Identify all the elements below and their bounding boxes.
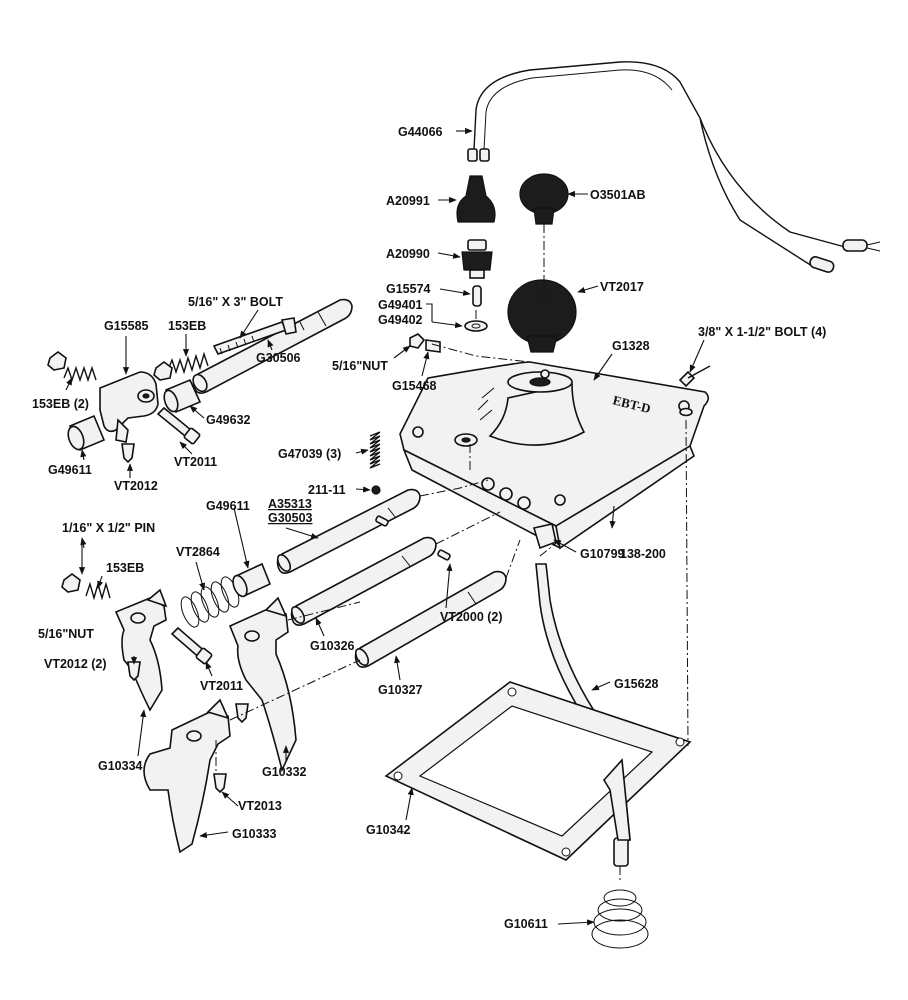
label-a20991: A20991 [386, 194, 430, 208]
label-g47039: G47039 (3) [278, 447, 341, 461]
label-g49402: G49402 [378, 313, 423, 327]
shaft-g10327 [354, 570, 507, 668]
label-g10334: G10334 [98, 759, 143, 773]
label-153eb-2: 153EB (2) [32, 397, 89, 411]
label-vt2012-2: VT2012 (2) [44, 657, 107, 671]
wire-harness [467, 61, 881, 273]
label-vt2864: VT2864 [176, 545, 220, 559]
label-g10326: G10326 [310, 639, 355, 653]
label-g49611-mid: G49611 [206, 499, 250, 513]
pin-vt2000 [437, 549, 451, 561]
label-vt2012: VT2012 [114, 479, 158, 493]
label-g30506: G30506 [256, 351, 301, 365]
screw-vt2013 [213, 773, 227, 794]
nut-g15468 [409, 333, 441, 353]
spring-153eb-low [85, 581, 111, 601]
screw-vt2011-low [170, 626, 213, 665]
label-g15574: G15574 [386, 282, 431, 296]
arm-g15585 [99, 371, 159, 443]
knob-vt2017 [507, 279, 577, 353]
bushing-g49611-left [67, 414, 106, 452]
label-a35313: A35313 [268, 497, 312, 511]
bolt-38-x-112 [678, 365, 711, 417]
screw-fork-mid [235, 703, 249, 724]
screw-vt2012 [121, 443, 135, 464]
label-vt2000: VT2000 (2) [440, 610, 503, 624]
label-g15585: G15585 [104, 319, 149, 333]
label-vt2013: VT2013 [238, 799, 282, 813]
label-pin: 1/16" X 1/2" PIN [62, 521, 155, 535]
label-g10333: G10333 [232, 827, 277, 841]
label-g10342: G10342 [366, 823, 411, 837]
pin-g15574 [472, 285, 482, 307]
label-g10327: G10327 [378, 683, 423, 697]
label-bolt-516x3: 5/16" X 3" BOLT [188, 295, 283, 309]
spring-g47039 [369, 431, 381, 469]
pin-small-upper [375, 515, 389, 527]
shaft-a35313 [276, 488, 421, 574]
label-g49401: G49401 [378, 298, 423, 312]
switch-a20990 [461, 239, 493, 279]
label-a20990: A20990 [386, 247, 430, 261]
label-nut-516-low: 5/16"NUT [38, 627, 94, 641]
label-vt2011-top: VT2011 [174, 455, 217, 469]
label-vt2017: VT2017 [600, 280, 644, 294]
label-g1328: G1328 [612, 339, 650, 353]
label-g10611: G10611 [504, 917, 548, 931]
nut-left-top [47, 351, 67, 371]
label-g10799: G10799 [580, 547, 625, 561]
label-vt2011-low: VT2011 [200, 679, 243, 693]
nut-lower-left [61, 573, 81, 593]
part-labels: G44066 A20991 O3501AB A20990 G15574 VT20… [32, 125, 826, 931]
boot-a20991 [456, 175, 496, 223]
label-g15628: G15628 [614, 677, 659, 691]
nut-upper [153, 361, 173, 381]
knob-o3501ab [519, 173, 569, 225]
bolt-516-x-3 [212, 317, 297, 355]
ball-211-11 [371, 485, 381, 495]
label-g49632: G49632 [206, 413, 251, 427]
label-g10332: G10332 [262, 765, 307, 779]
screw-vt2012-2 [127, 661, 141, 682]
gasket-g10342 [384, 681, 692, 861]
label-153eb-top: 153EB [168, 319, 206, 333]
fork-g10332 [228, 596, 297, 773]
label-o3501ab: O3501AB [590, 188, 646, 202]
label-138-200: 138-200 [620, 547, 666, 561]
label-g44066: G44066 [398, 125, 443, 139]
leader-lines [65, 127, 705, 926]
label-g15468: G15468 [392, 379, 437, 393]
label-211-11: 211-11 [308, 483, 346, 497]
label-153eb-low: 153EB [106, 561, 144, 575]
fork-g10334 [114, 588, 168, 712]
fork-g10333 [143, 698, 231, 854]
bushing-g49632 [163, 378, 202, 414]
spring-g10611 [591, 889, 649, 949]
label-g30503: G30503 [268, 511, 313, 525]
spring-153eb-2 [63, 365, 97, 383]
shaft-g10326 [290, 536, 437, 626]
cover-g1328: EBT-D [399, 361, 710, 550]
label-bolt-38: 3/8" X 1-1/2" BOLT (4) [698, 325, 826, 339]
washer-g49401 [464, 320, 488, 332]
screw-vt2011-top [156, 406, 201, 445]
bushing-g49611-mid [232, 562, 272, 598]
label-nut-516-top: 5/16"NUT [332, 359, 388, 373]
spring-153eb-top [167, 351, 209, 375]
label-g49611-left: G49611 [48, 463, 92, 477]
